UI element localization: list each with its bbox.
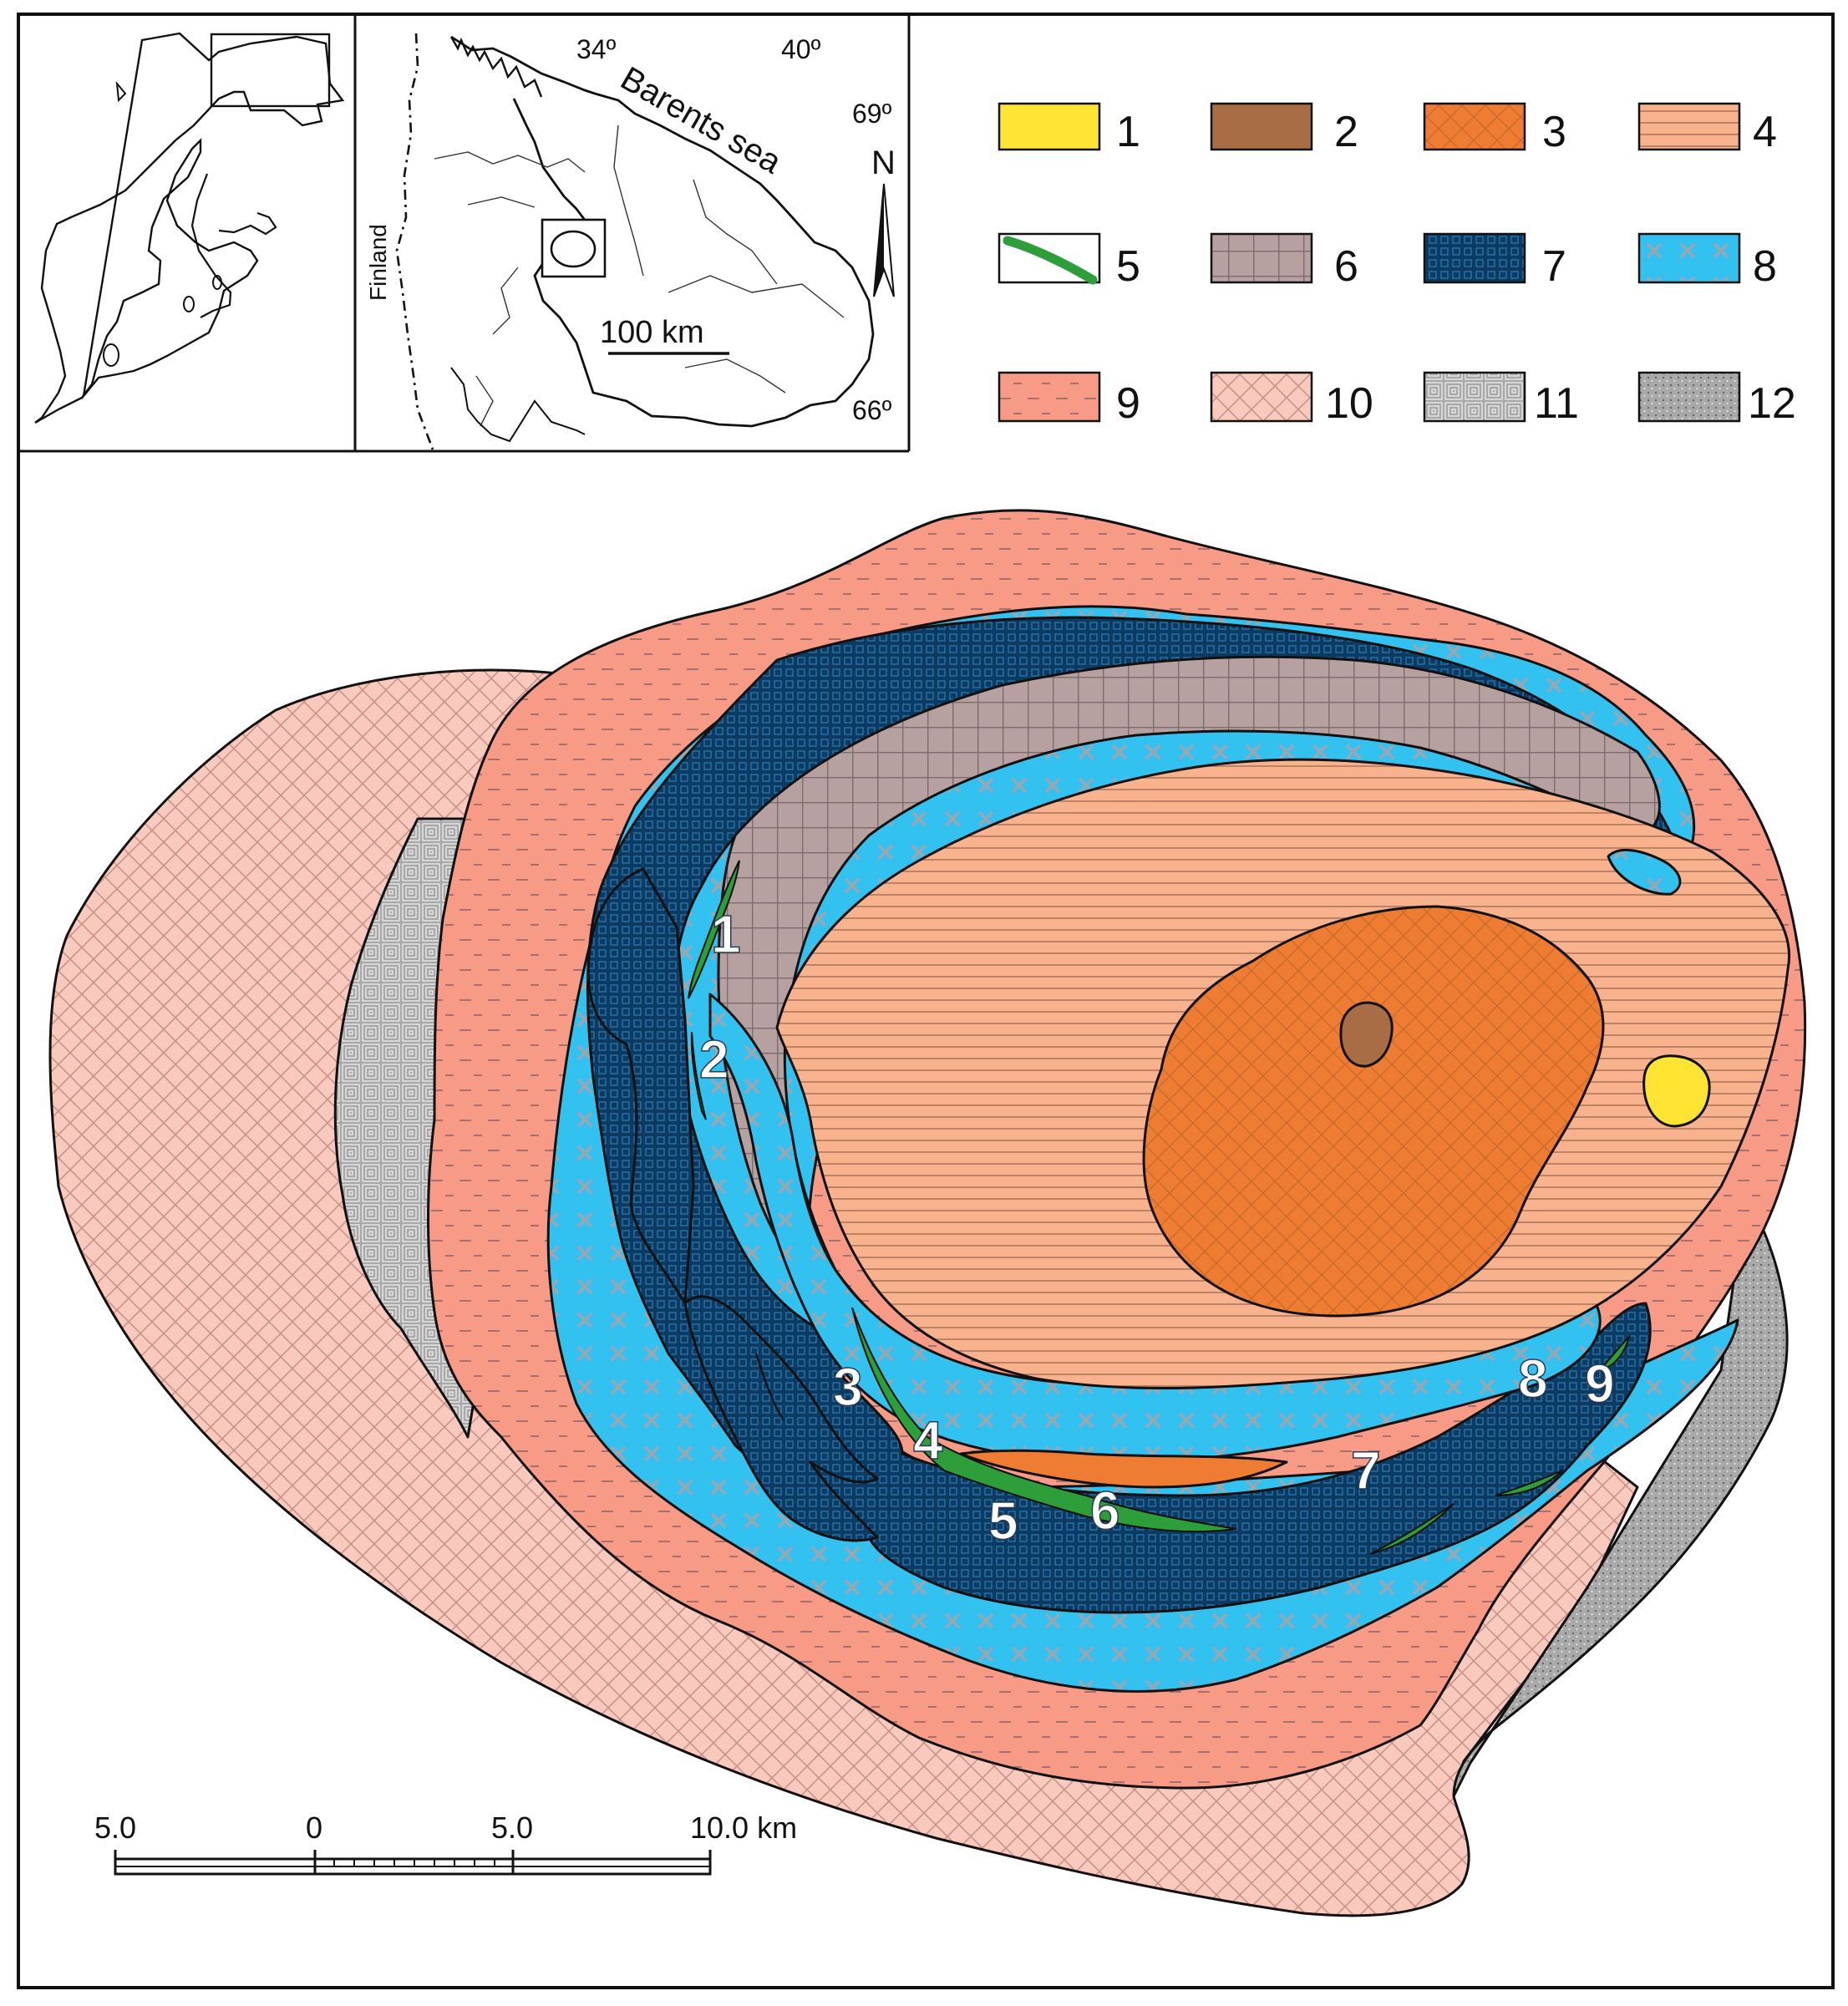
- kola-river-1: [613, 124, 644, 277]
- deposit-labels: 1 2 3 4 5 6 7 8 9: [698, 903, 1615, 1551]
- north-arrow-half: [874, 184, 884, 297]
- unit-3-orange-crosshatch: [1142, 905, 1605, 1318]
- latitude-label-66: 66º: [852, 395, 892, 425]
- deposit-label-7: 7: [1351, 1440, 1381, 1501]
- kola-locator-box: [210, 33, 331, 108]
- legend-label-7: 7: [1542, 242, 1566, 291]
- legend: 1 2 3 4 5 6 7 8 9 10 11 12: [998, 102, 1796, 428]
- white-sea-coast-west: [450, 367, 586, 443]
- legend-label-1: 1: [1116, 108, 1140, 156]
- scale-subdivisions: [333, 1859, 495, 1866]
- unit-7-western-lobe: [586, 867, 695, 1305]
- baltic-islet: [115, 80, 127, 103]
- fennoscandia-inset: [34, 32, 345, 424]
- geological-map: [48, 509, 1807, 1917]
- legend-label-5: 5: [1116, 242, 1140, 291]
- fennoscandia-outline: [34, 32, 345, 424]
- deposit-label-9: 9: [1585, 1353, 1615, 1414]
- deposit-label-5: 5: [988, 1491, 1018, 1551]
- ore-veins-unit-5: [688, 860, 1631, 1555]
- unit-1-yellow-body: [1642, 1054, 1711, 1128]
- khibiny-massif-outline: [550, 230, 597, 268]
- legend-swatch-12: [1637, 371, 1741, 423]
- legend-label-6: 6: [1334, 242, 1358, 291]
- longitude-label-34: 34º: [576, 34, 617, 64]
- saaremaa-island: [103, 343, 119, 367]
- legend-vein-5: [1003, 236, 1098, 285]
- scale-label-zero: 0: [306, 1810, 322, 1845]
- legend-label-2: 2: [1334, 108, 1358, 156]
- unit-8-inner-blue-band: [708, 993, 1602, 1464]
- legend-label-11: 11: [1534, 379, 1579, 428]
- deposit-label-3: 3: [833, 1357, 863, 1417]
- kola-lake-system: [434, 151, 586, 427]
- vein-deposit-1: [688, 860, 740, 999]
- legend-label-12: 12: [1748, 379, 1796, 428]
- legend-swatch-2: [1210, 102, 1313, 151]
- kola-peninsula-inset: [395, 33, 895, 450]
- legend-swatch-3: [1423, 102, 1526, 151]
- legend-swatch-4: [1637, 102, 1741, 151]
- vein-deposit-3-6: [851, 1307, 1237, 1533]
- legend-swatch-11: [1423, 371, 1526, 423]
- finland-label: Finland: [365, 224, 391, 301]
- vein-deposit-2: [690, 1031, 707, 1120]
- unit-7-southwest-fingers: [683, 1295, 879, 1542]
- deposit-label-8: 8: [1518, 1348, 1548, 1409]
- deposit-label-1: 1: [711, 904, 741, 964]
- finland-border-dashdot: [395, 33, 434, 450]
- legend-swatch-8: [1637, 232, 1741, 284]
- legend-swatch-9: [998, 371, 1101, 423]
- legend-swatch-10: [1210, 371, 1313, 423]
- legend-label-8: 8: [1753, 242, 1777, 291]
- vein-deposit-7: [1369, 1503, 1455, 1555]
- latitude-label-69: 69º: [852, 99, 892, 129]
- vein-deposit-9: [1597, 1333, 1631, 1372]
- vein-western-lobe: [755, 1353, 784, 1421]
- deposit-label-4: 4: [913, 1410, 943, 1470]
- scale-label-five: 5.0: [491, 1810, 533, 1845]
- north-label: N: [871, 145, 896, 181]
- scale-label-left: 5.0: [94, 1810, 136, 1845]
- kola-river-3: [668, 275, 845, 318]
- legend-swatch-6: [1210, 232, 1313, 284]
- deposit-label-2: 2: [699, 1029, 729, 1089]
- legend-swatch-1: [998, 102, 1101, 151]
- legend-swatch-7: [1423, 232, 1526, 284]
- legend-label-10: 10: [1325, 379, 1373, 428]
- oland-island: [212, 275, 222, 290]
- deposit-label-6: 6: [1090, 1480, 1120, 1541]
- unit-3-southern-sliver: [959, 1449, 1288, 1489]
- vein-deposit-8: [1495, 1470, 1563, 1496]
- kola-river-4: [684, 358, 786, 394]
- legend-label-3: 3: [1542, 108, 1566, 156]
- unit-8-northeast-lens: [1607, 848, 1682, 896]
- finland-gulf: [218, 211, 277, 236]
- unit-2-brown-plug: [1339, 1001, 1394, 1068]
- scale-bar: 5.0 0 5.0 10.0 km: [94, 1810, 797, 1876]
- unit-12-stipple: [1452, 1193, 1789, 1798]
- legend-label-4: 4: [1753, 108, 1777, 156]
- gotland-island: [183, 296, 195, 312]
- kola-coastline-detail: [449, 36, 543, 98]
- legend-label-9: 9: [1116, 379, 1140, 428]
- kola-river-2: [693, 179, 778, 285]
- scale-label-ten: 10.0 km: [690, 1810, 797, 1845]
- scale-label-100km: 100 km: [600, 315, 704, 350]
- longitude-label-40: 40º: [781, 34, 821, 64]
